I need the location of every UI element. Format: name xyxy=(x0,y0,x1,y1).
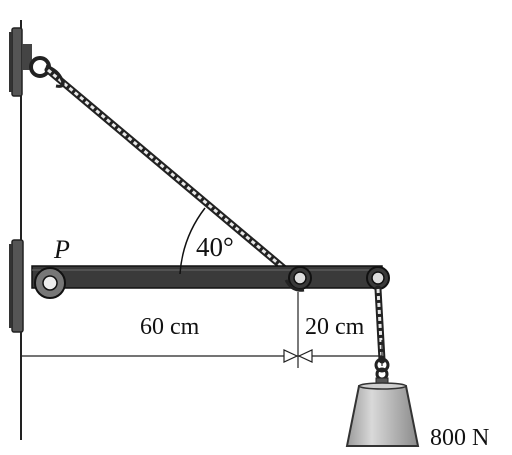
bottom-wall-bracket xyxy=(9,239,24,333)
hanging-weight xyxy=(345,377,420,447)
weight-label: 800 N xyxy=(430,425,489,451)
dimension-lines xyxy=(21,292,383,368)
pivot-pin-icon xyxy=(34,267,66,299)
dimension-arrow-right-icon xyxy=(297,349,313,363)
rope-joint-ring-icon xyxy=(284,266,312,292)
tension-rope xyxy=(44,64,296,279)
beam-end-ring-icon xyxy=(366,266,390,290)
dimension-left-label: 60 cm xyxy=(140,314,200,340)
angle-arc xyxy=(179,207,206,275)
top-wall-bracket xyxy=(9,27,32,97)
angle-label: 40° xyxy=(196,232,234,262)
hanging-rope xyxy=(374,285,390,381)
dimension-arrow-left-icon xyxy=(283,349,299,363)
dimension-right-label: 20 cm xyxy=(305,314,365,340)
pivot-label: P xyxy=(53,235,70,264)
horizontal-beam xyxy=(31,265,383,289)
